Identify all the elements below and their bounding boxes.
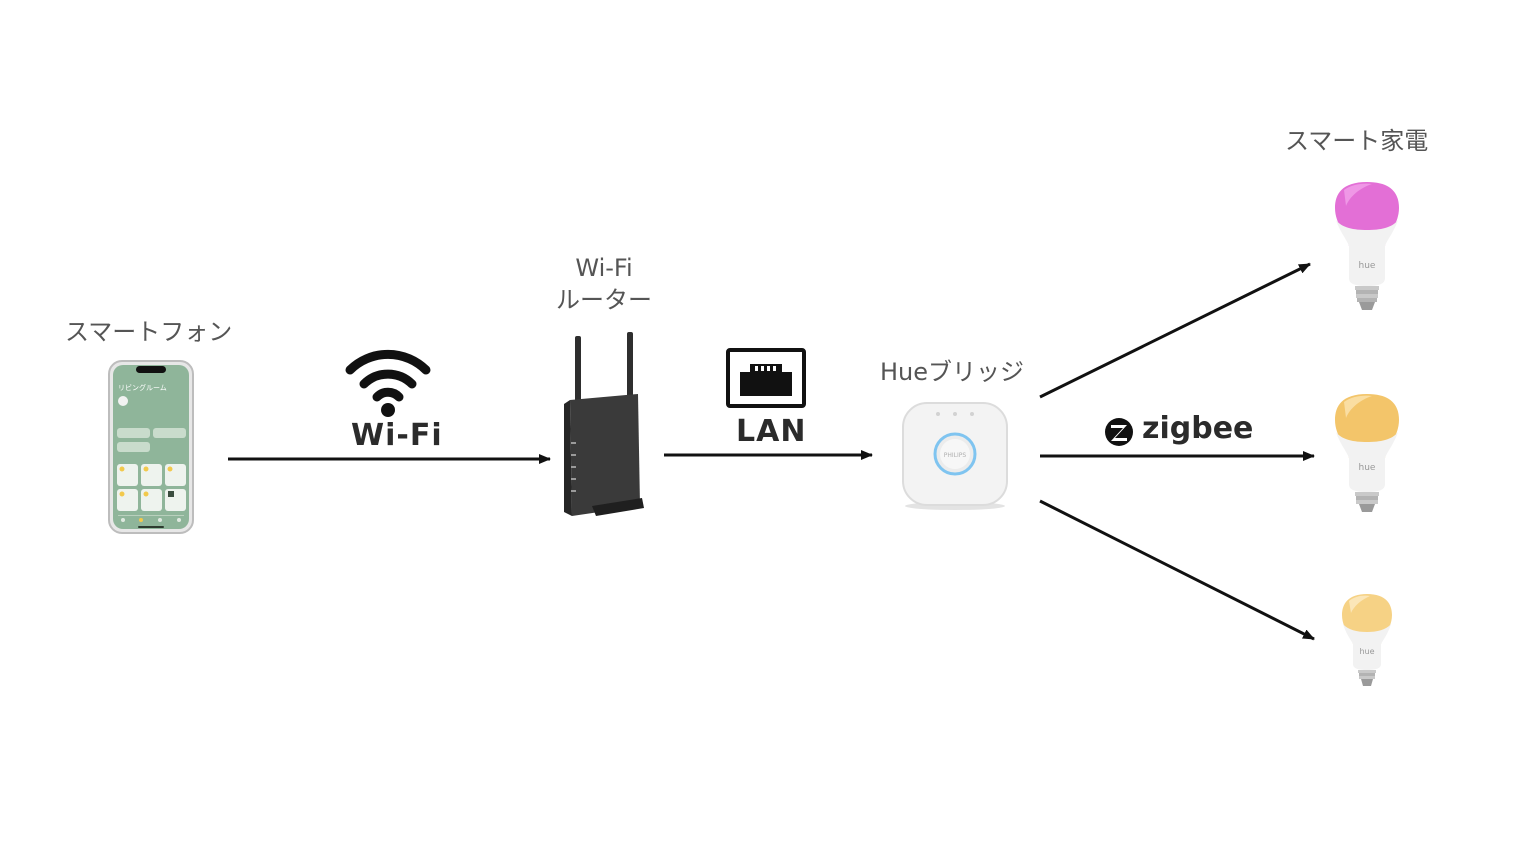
wifi-link-label: Wi-Fi — [351, 418, 443, 453]
zigbee-arrow-top — [1039, 262, 1311, 399]
smartphone-icon: リビングルーム — [108, 360, 194, 534]
lan-link-label: LAN — [736, 414, 807, 449]
hue-small-bulb-icon: hue — [1342, 594, 1392, 686]
router-label: Wi-Fi ルーター — [550, 252, 658, 317]
svg-text:hue: hue — [1359, 261, 1376, 271]
hue-bridge-icon: PHILIPS — [902, 402, 1008, 510]
svg-text:PHILIPS: PHILIPS — [944, 452, 967, 459]
svg-text:hue: hue — [1359, 463, 1376, 473]
svg-text:hue: hue — [1359, 647, 1374, 656]
ethernet-port-icon — [726, 348, 806, 408]
zigbee-logo-icon — [1105, 418, 1133, 446]
smartphone-label: スマートフォン — [65, 318, 233, 346]
hue-color-bulb-icon: hue — [1335, 182, 1399, 310]
wifi-icon — [345, 349, 431, 417]
zigbee-arrow-bottom — [1039, 499, 1315, 641]
router-icon — [564, 332, 644, 516]
router-label-line1: Wi-Fi — [575, 254, 633, 282]
bridge-label: Hueブリッジ — [880, 358, 1025, 386]
svg-text:リビングルーム: リビングルーム — [118, 383, 167, 392]
router-label-line2: ルーター — [556, 286, 652, 315]
appliances-label: スマート家電 — [1285, 127, 1429, 155]
hue-ambiance-bulb-icon: hue — [1335, 394, 1399, 512]
zigbee-link-label: zigbee — [1142, 411, 1254, 446]
